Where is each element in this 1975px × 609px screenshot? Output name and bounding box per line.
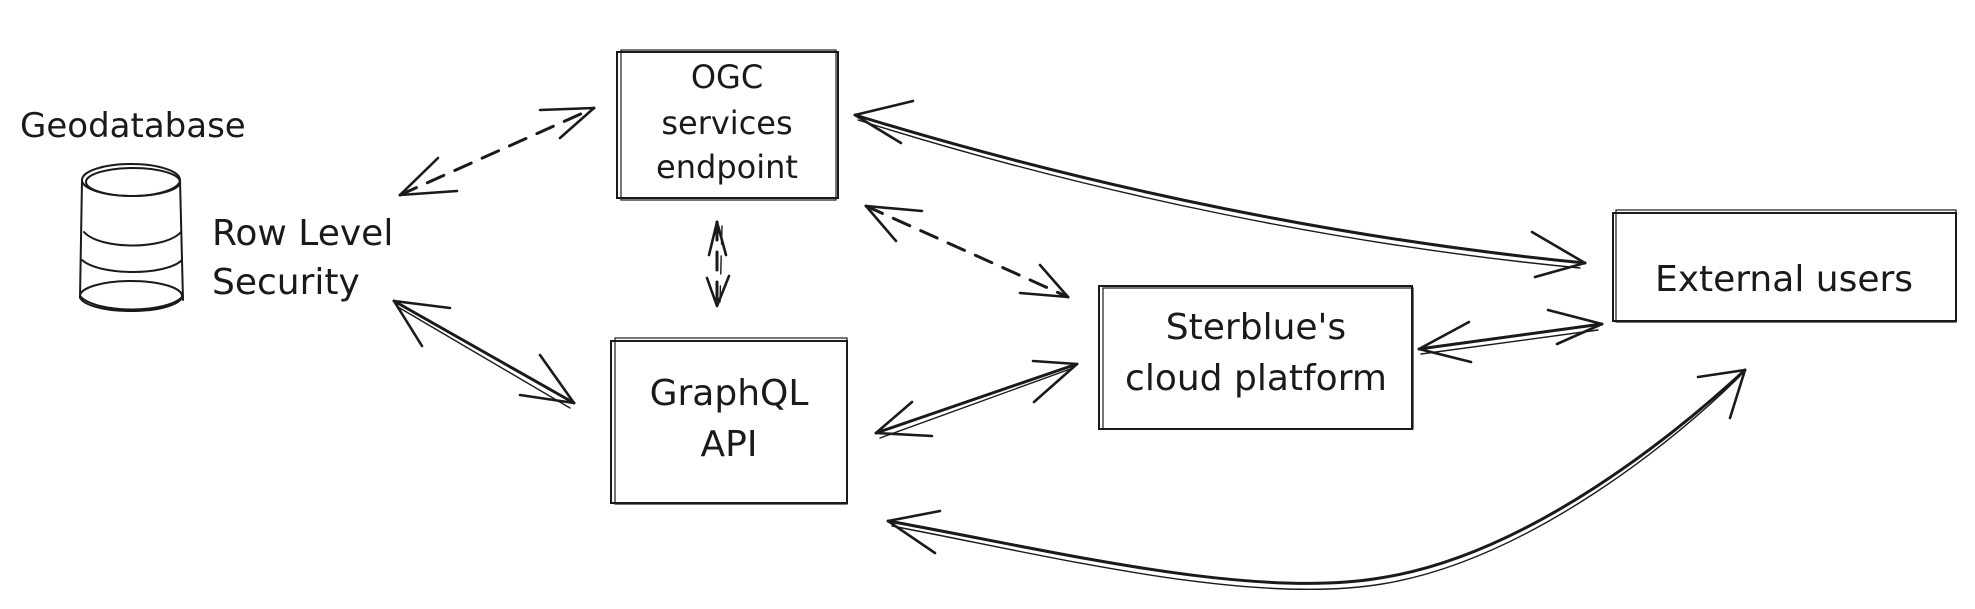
graphql-line-2: API (701, 424, 758, 465)
row-level-security-line-1: Row Level (212, 213, 393, 254)
geodatabase-label: Geodatabase (20, 106, 246, 146)
ogc-line-3: endpoint (656, 148, 798, 186)
external-users-label: External users (1655, 259, 1913, 300)
cloud-platform-line-2: cloud platform (1125, 358, 1387, 399)
edge-ogc-cloud (864, 204, 1070, 299)
edge-rls-graphql (392, 299, 576, 409)
ogc-line-2: services (661, 104, 792, 142)
edge-graphql-external (886, 368, 1747, 591)
row-level-security-label: Row Level Security (212, 213, 393, 303)
graphql-line-1: GraphQL (650, 373, 809, 414)
ogc-services-endpoint-node: OGC services endpoint (616, 49, 839, 201)
edge-cloud-external (1417, 308, 1604, 364)
edge-ogc-external (853, 99, 1587, 279)
database-cylinder-icon (79, 163, 184, 312)
ogc-line-1: OGC (691, 58, 763, 96)
sterblue-cloud-platform-node: Sterblue's cloud platform (1098, 285, 1414, 430)
edge-rls-ogc (398, 106, 596, 197)
graphql-api-node: GraphQL API (610, 337, 848, 505)
external-users-node: External users (1612, 209, 1957, 323)
edge-ogc-graphql (705, 220, 731, 308)
edge-graphql-cloud (874, 359, 1079, 439)
row-level-security-line-2: Security (212, 262, 360, 303)
cloud-platform-line-1: Sterblue's (1166, 307, 1346, 348)
